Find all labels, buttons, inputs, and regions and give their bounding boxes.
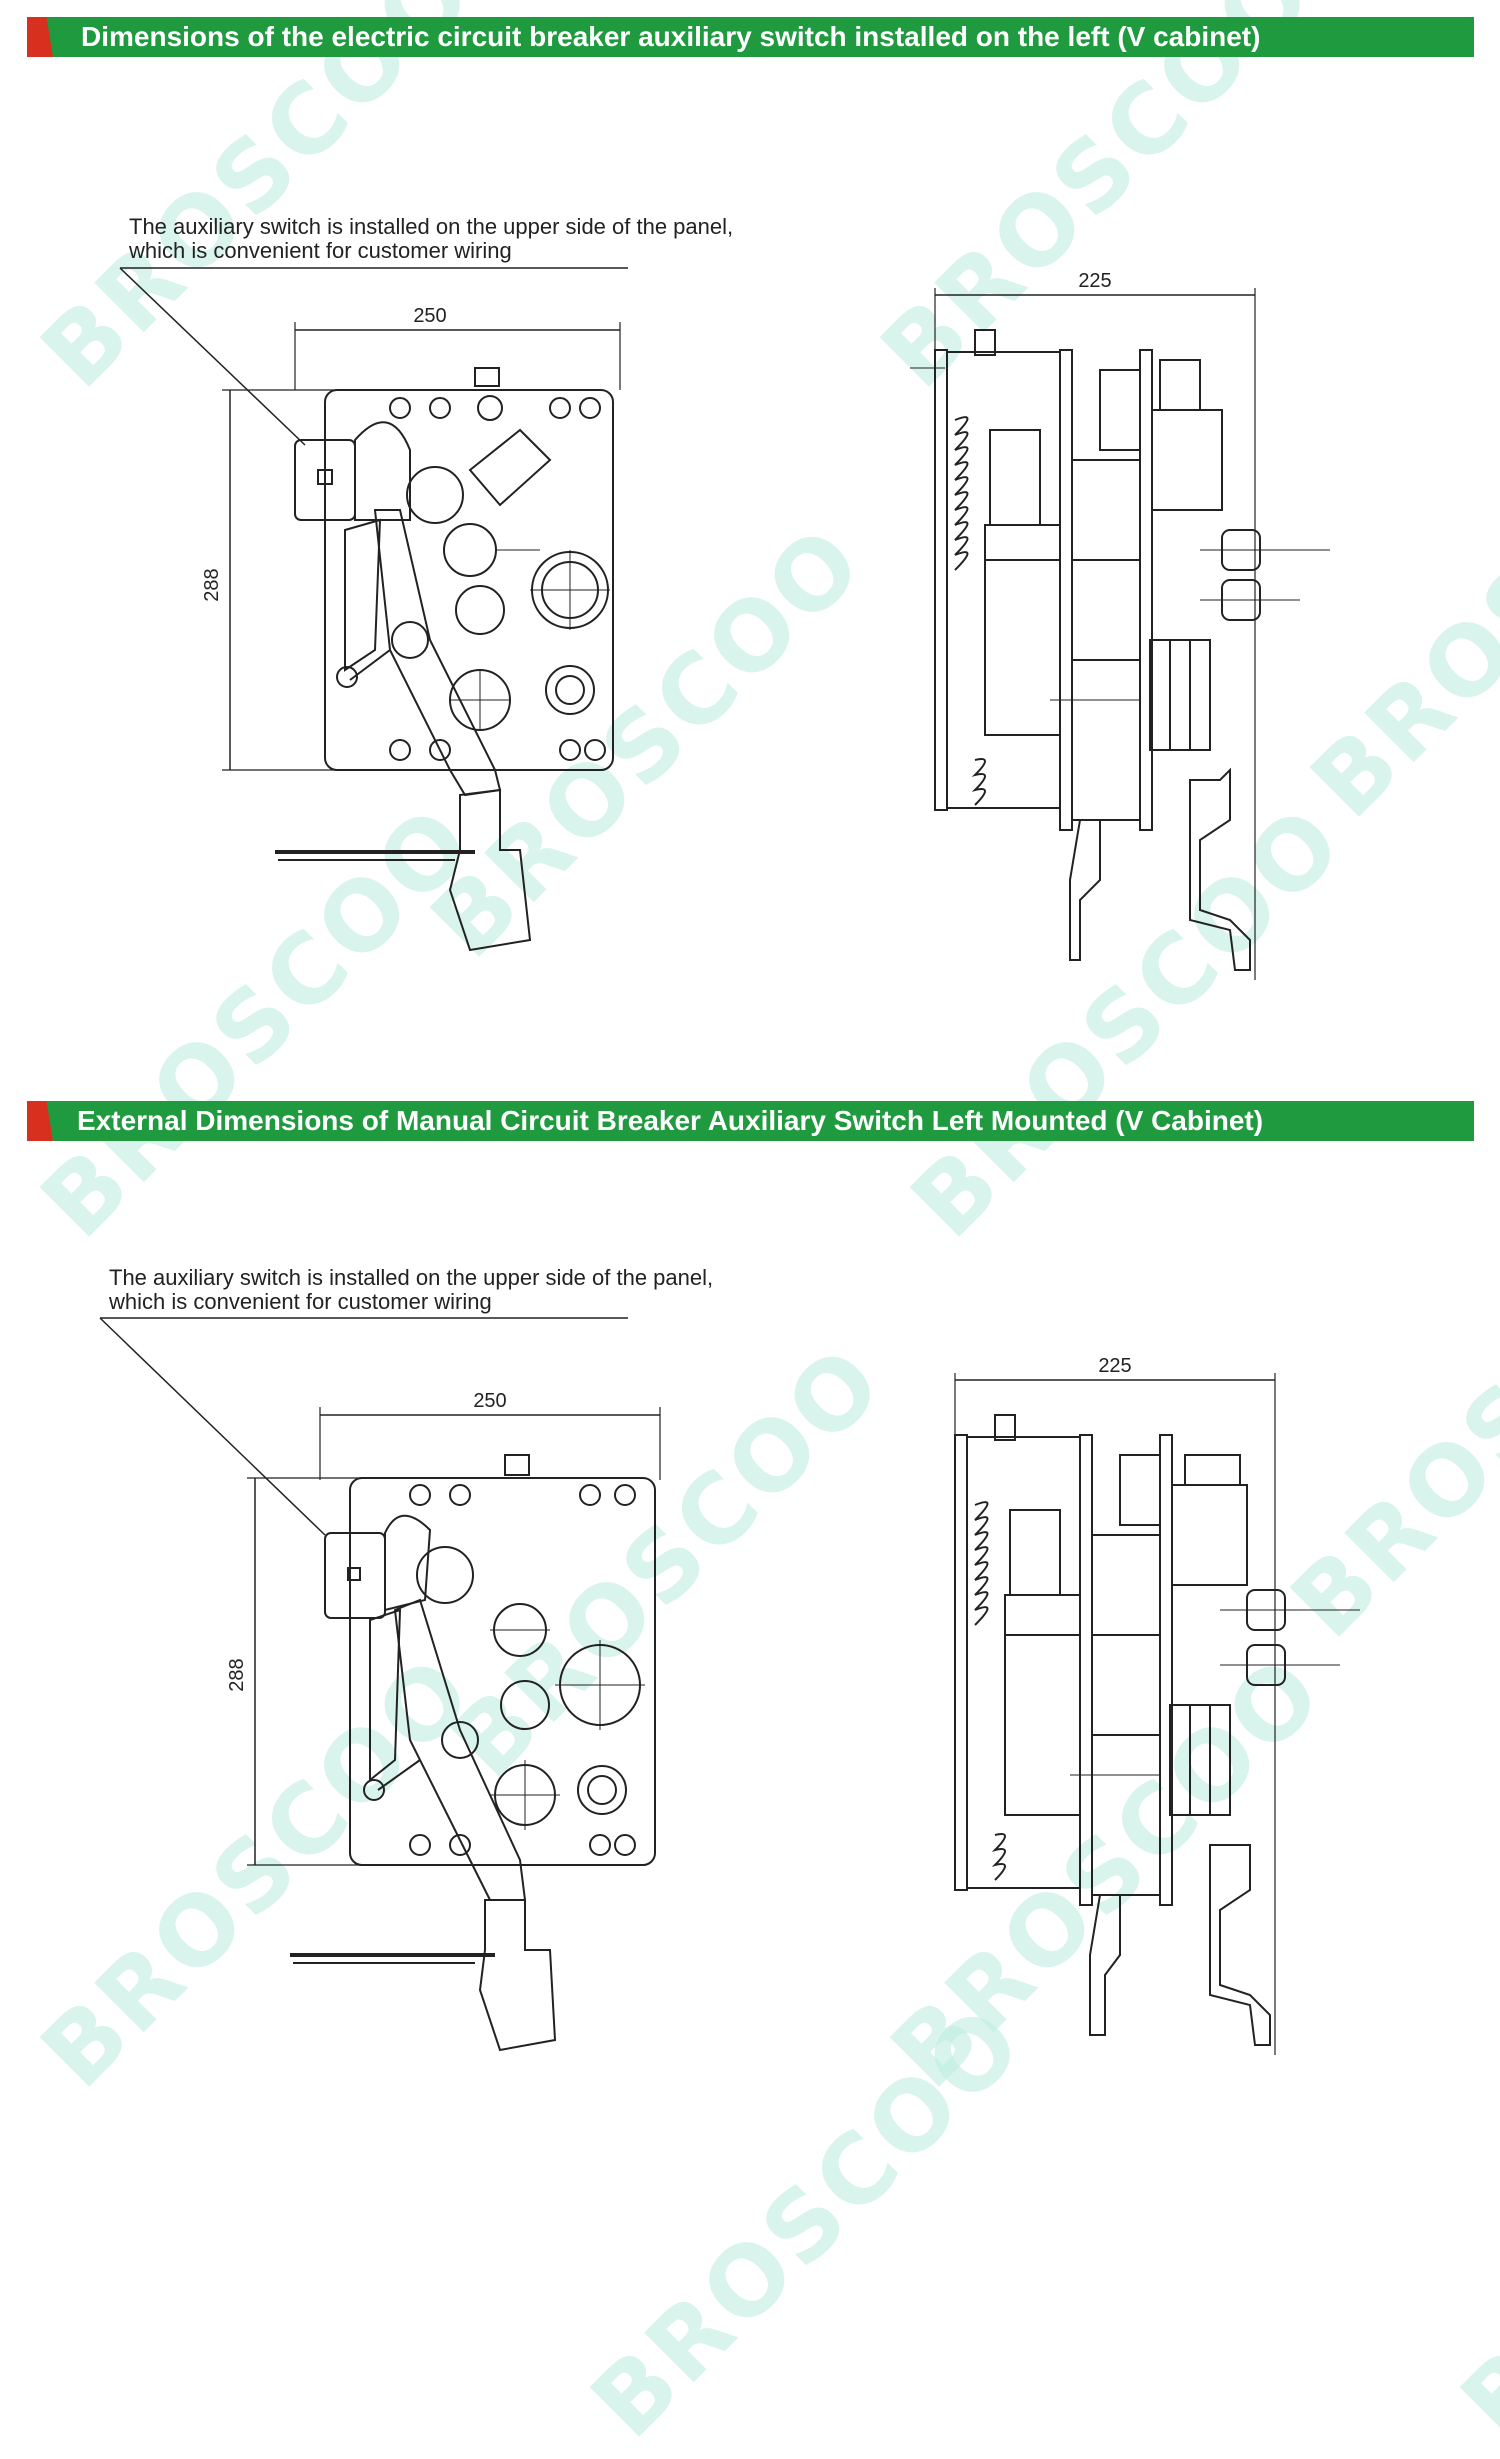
side-width-dimension: 225 bbox=[1078, 270, 1111, 292]
note-line-2: which is convenient for customer wiring bbox=[109, 1289, 492, 1314]
front-view-drawing: 250 288 bbox=[119, 267, 628, 952]
drawing-note: The auxiliary switch is installed on the… bbox=[129, 215, 733, 263]
watermark: BROSCOO bbox=[1440, 1984, 1500, 2459]
side-view-drawing: 225 bbox=[954, 1355, 1360, 2055]
front-width-dimension: 250 bbox=[473, 1390, 506, 1412]
side-view-drawing: 225 bbox=[910, 270, 1330, 980]
note-line-2: which is convenient for customer wiring bbox=[129, 238, 512, 263]
banner-accent-tab bbox=[27, 17, 53, 57]
banner-accent-tab bbox=[27, 1101, 53, 1141]
section-title-banner: External Dimensions of Manual Circuit Br… bbox=[27, 1101, 1474, 1141]
section-title: External Dimensions of Manual Circuit Br… bbox=[77, 1105, 1264, 1136]
side-width-dimension: 225 bbox=[1098, 1355, 1131, 1377]
drawing-note: The auxiliary switch is installed on the… bbox=[109, 1266, 713, 1314]
note-line-1: The auxiliary switch is installed on the… bbox=[109, 1265, 714, 1290]
front-view-drawing: 250 288 bbox=[99, 1317, 661, 2052]
front-height-dimension: 288 bbox=[226, 1658, 248, 1691]
note-line-1: The auxiliary switch is installed on the… bbox=[129, 214, 734, 239]
section-title: Dimensions of the electric circuit break… bbox=[81, 21, 1261, 52]
section-title-banner: Dimensions of the electric circuit break… bbox=[27, 17, 1474, 57]
front-width-dimension: 250 bbox=[413, 305, 446, 327]
front-height-dimension: 288 bbox=[201, 568, 223, 601]
